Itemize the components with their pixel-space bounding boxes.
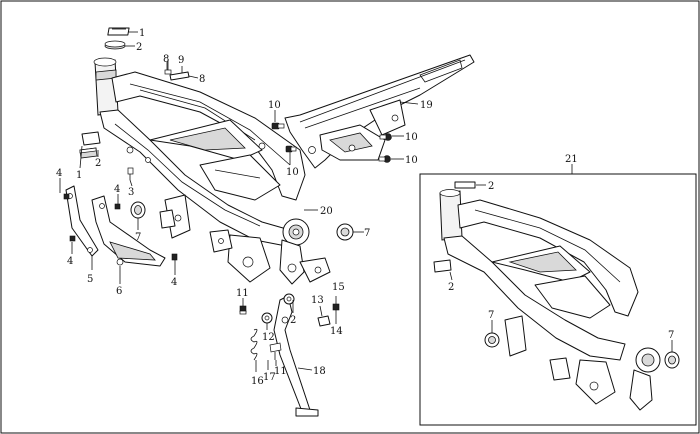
callout-20: 20	[320, 206, 333, 217]
callout-4: 4	[56, 168, 62, 179]
callout-9: 9	[178, 55, 184, 66]
callout-10: 10	[268, 100, 281, 111]
callout-1: 1	[139, 28, 145, 39]
callout-16: 16	[251, 376, 264, 387]
callout-11: 11	[274, 366, 287, 377]
callout-7: 7	[668, 330, 674, 341]
callout-14: 14	[330, 326, 343, 337]
callout-11: 11	[236, 288, 249, 299]
callout-10: 10	[405, 155, 418, 166]
subframe-bolts	[271, 122, 392, 163]
callout-7: 7	[364, 228, 370, 239]
callout-2: 2	[448, 282, 454, 293]
callout-8: 8	[163, 54, 169, 65]
main-frame	[93, 57, 331, 285]
callout-2: 2	[136, 42, 142, 53]
callout-21: 21	[565, 154, 578, 165]
callout-6: 6	[116, 286, 122, 297]
callout-8: 8	[199, 74, 205, 85]
callout-4: 4	[114, 184, 120, 195]
callout-12: 12	[262, 332, 275, 343]
detail-box	[419, 173, 697, 426]
callout-3: 3	[128, 187, 134, 198]
callout-10: 10	[286, 167, 299, 178]
callout-10: 10	[405, 132, 418, 143]
callout-7: 7	[488, 310, 494, 321]
callout-2: 2	[488, 181, 494, 192]
callout-18: 18	[313, 366, 326, 377]
callout-17: 17	[263, 372, 276, 383]
head-bearing-parts	[79, 27, 130, 159]
grommet-left	[130, 201, 146, 219]
footrest-brackets	[63, 167, 178, 267]
callout-4: 4	[171, 277, 177, 288]
side-stand-assembly	[239, 293, 340, 417]
callout-labels: 1 2 8 9 8 10 19 10 10 10 2 1 4 4 3 7 4 5…	[56, 28, 674, 387]
detail-frame	[433, 181, 680, 411]
callout-1: 1	[76, 170, 82, 181]
callout-19: 19	[420, 100, 433, 111]
callout-15: 15	[332, 282, 345, 293]
rear-subframe	[284, 54, 475, 169]
callout-2: 2	[290, 315, 296, 326]
callout-13: 13	[311, 295, 324, 306]
callout-5: 5	[87, 274, 93, 285]
callout-4: 4	[67, 256, 73, 267]
grommet-right	[336, 223, 354, 241]
leader-lines	[59, 31, 673, 372]
callout-7: 7	[135, 232, 141, 243]
callout-2: 2	[95, 158, 101, 169]
